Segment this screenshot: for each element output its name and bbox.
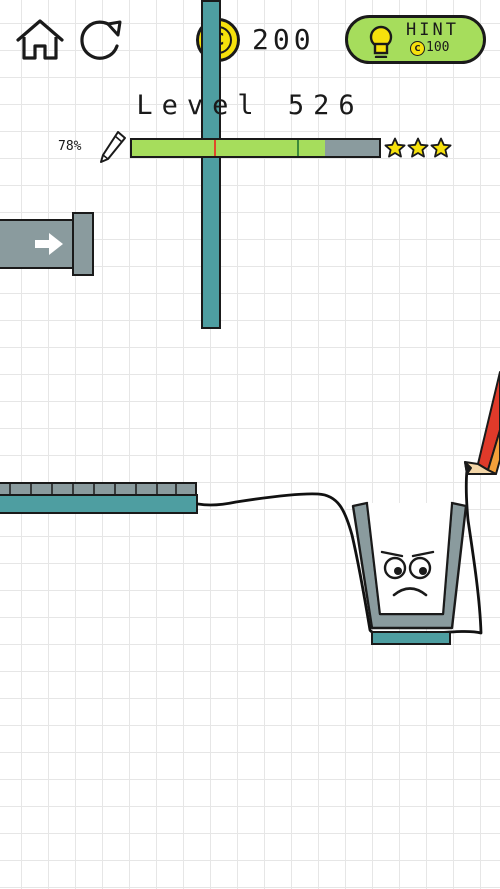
ink-progress-fill <box>132 140 325 156</box>
dispenser-nozzle <box>72 212 94 276</box>
shelf-tile-lines <box>9 482 177 496</box>
shelf-tiles <box>0 482 197 496</box>
home-icon <box>16 19 64 60</box>
hint-coin-icon: C <box>410 41 425 56</box>
star-icon <box>430 137 452 158</box>
glass-stand <box>371 631 451 645</box>
restart-button[interactable] <box>74 16 128 62</box>
ink-progress-bar <box>130 138 381 158</box>
star-icon <box>407 137 429 158</box>
hint-cost: 100 <box>426 40 450 55</box>
star-rating <box>384 137 452 161</box>
ink-percent: 78% <box>58 139 82 154</box>
restart-icon <box>80 20 122 60</box>
level-title: Level 526 <box>136 90 364 121</box>
vertical-pillar <box>201 0 221 329</box>
hint-button[interactable]: HINT C 100 <box>345 15 486 64</box>
star-threshold-1 <box>213 140 216 156</box>
star-threshold-2 <box>297 140 300 156</box>
arrow-right-icon <box>35 233 63 255</box>
home-button[interactable] <box>14 16 66 62</box>
hint-label: HINT <box>406 20 459 40</box>
coin-balance: 200 <box>252 23 315 56</box>
star-icon <box>384 137 406 158</box>
drawn-ink-line <box>196 468 483 637</box>
pencil-icon <box>100 131 126 163</box>
lightbulb-icon <box>369 25 393 58</box>
drawing-pencil <box>464 371 500 475</box>
sad-mouth <box>392 587 428 597</box>
